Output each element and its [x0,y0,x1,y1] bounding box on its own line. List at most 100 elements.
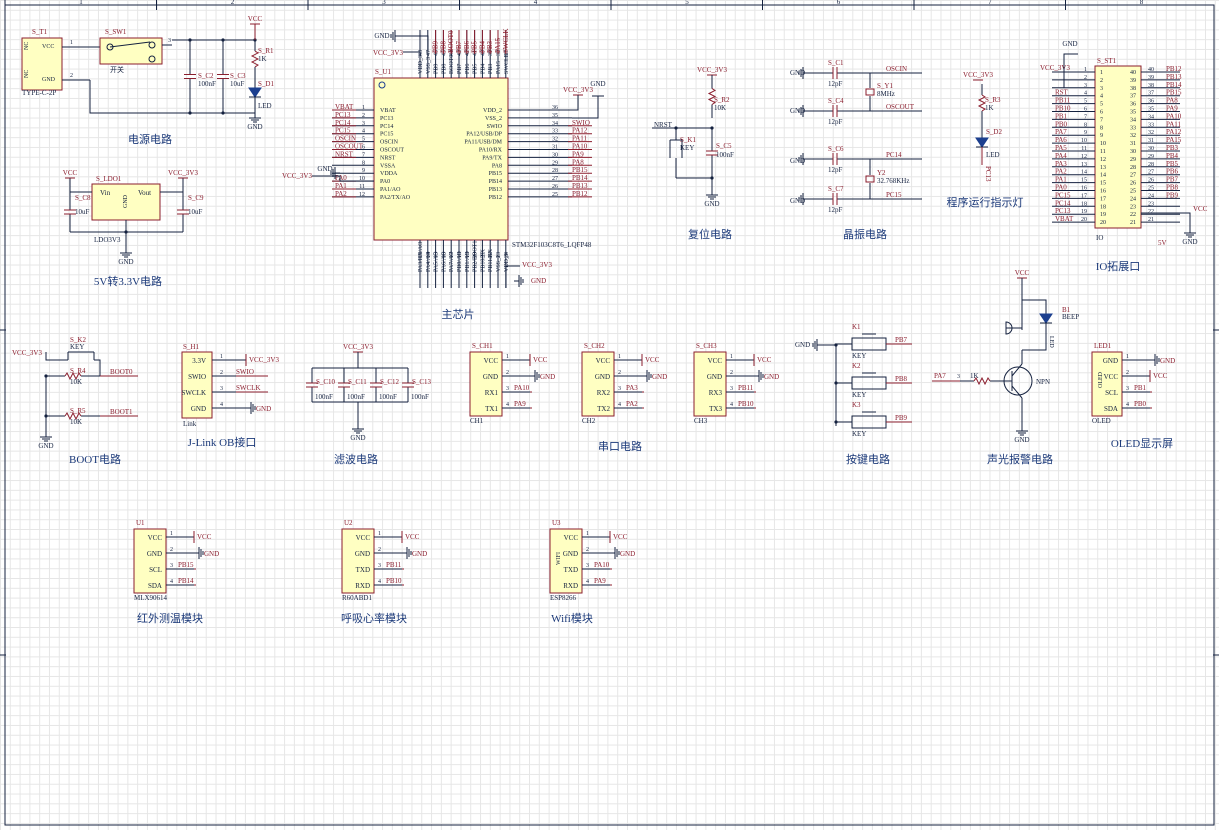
oled-pin-name: GND [1103,357,1118,365]
r4-ref: S_R4 [70,367,86,375]
mcu-left-net: PC15 [335,127,351,135]
key-net: PB9 [895,414,908,422]
oled-ref: LED1 [1094,342,1112,350]
io-pin-num-inside: 6 [1100,110,1103,116]
mcu-pin-number: 8 [362,160,365,166]
c3-ref: S_C3 [230,72,246,80]
mcu-pin-name: PA3/RX/AO [418,241,424,272]
mcu-pin-name: PB0/AO [457,251,463,272]
filter-cap-ref: S_C10 [316,378,336,386]
serial-2-body[interactable] [581,351,615,417]
mcu-pin-name: VDD_3 [418,55,424,74]
power-label: VCC [248,15,263,23]
mcu-pin-name: PA12/USB/DP [466,132,502,138]
key-k3-button[interactable] [851,415,887,429]
io-pin-num-inside: 27 [1130,173,1136,179]
key-value: KEY [852,391,866,399]
resistor-r1 [250,50,260,68]
mcu-body[interactable] [373,77,509,241]
io-left-net: PB10 [1055,105,1071,113]
module-pin-number: 3 [586,563,589,569]
nrst-label: NRST [654,121,673,129]
module-esp8266-pin-name: TXD [564,566,578,574]
r4-value: 10K [70,378,82,386]
jlink-body[interactable] [181,351,213,419]
vcc-label: VCC [533,356,548,364]
io-right-net: PA8 [1166,97,1178,105]
serial-3-value: CH3 [694,417,708,425]
jlink-ref: S_H1 [183,343,199,351]
mcu-right-net: PB14 [572,174,588,182]
module-mlx90614-pin-name: GND [147,550,162,558]
module-r60abd1-body[interactable] [341,528,375,594]
gnd-label: GND [350,434,365,442]
wire [89,80,255,114]
io-pin-num-inside: 25 [1130,189,1136,195]
io-pin-number: 24 [1148,193,1154,199]
mcu-left-net: OSCIN [335,135,356,143]
ruler-number: 3 [382,0,386,6]
module-r60abd1-pin-name: GND [355,550,370,558]
cap-ref: S_C6 [828,145,844,153]
module-pin-number: 4 [618,402,621,408]
serial-1-body[interactable] [469,351,503,417]
io-pin-number: 31 [1148,138,1154,144]
io-pin-number: 29 [1148,154,1154,160]
io-pin-number: 5 [1084,99,1087,105]
serial-3-body[interactable] [693,351,727,417]
serial-1-ref: S_CH1 [472,342,493,350]
serial-2-value: CH2 [582,417,596,425]
io-left-net: PB0 [1055,120,1068,128]
mcu-pin-name: PB3 [488,64,494,74]
led-alarm-label: LED [1048,336,1054,348]
mcu-pin-name: VSS_3 [426,57,432,74]
module-pin-number: 3 [1126,386,1129,392]
key-k2-button[interactable] [851,376,887,390]
jlink-net: SWIO [236,368,254,376]
serial-1-value: CH1 [470,417,484,425]
filter-cap-value: 100nF [347,393,365,401]
reset-title: 复位电路 [688,227,732,241]
vcc-label: VCC [613,533,628,541]
r1-value: 1K [258,55,267,63]
io-right-net: PB8 [1166,184,1179,192]
ldo-title: 5V转3.3V电路 [94,274,162,288]
module-esp8266-body[interactable] [549,528,583,594]
oled-body[interactable] [1091,351,1123,417]
nc-label: NC [24,42,30,50]
serial-3-pin-name: RX3 [709,389,723,397]
mcu-left-net: PA2 [335,190,347,198]
module-mlx90614-body[interactable] [133,528,167,594]
key-k1-button[interactable] [851,337,887,351]
io-pin-num-inside: 33 [1130,125,1136,131]
io-value: IO [1096,234,1103,242]
mcu-right-net: SWIO [572,119,590,127]
io-pin-number: 22 [1148,209,1154,215]
io-pin-num-inside: 1 [1100,70,1103,76]
io-pin-number: 39 [1148,75,1154,81]
module-pin-number: 4 [220,402,223,408]
vcc-label: VCC [757,356,772,364]
filter-cap-value: 100nF [379,393,397,401]
ldo-gnd: GND [123,194,129,208]
mcu-pin-number: 48 [418,50,424,56]
mcu-pin-name: VSSA [380,163,396,169]
module-pin-number: 1 [618,354,621,360]
mcu-left-net: PA1 [335,182,347,190]
io-pin-number: 37 [1148,91,1154,97]
mcu-right-net: PA10 [572,143,588,151]
mcu-left-net: PA0 [335,174,347,182]
io-pin-num-inside: 23 [1130,204,1136,210]
alarm-r-value: 1K [970,372,979,380]
io-pin-number: 25 [1148,186,1154,192]
io-pin-number: 38 [1148,83,1154,89]
io-pin-number: 11 [1081,146,1087,152]
io-pin-number: 10 [1081,138,1087,144]
module-mlx90614-value: MLX90614 [134,594,168,602]
mcu-pin-name: PB14 [489,179,502,185]
pa7-net: PA7 [934,372,946,380]
mcu-top-net: PB6 [463,40,471,53]
io-pin-num-inside: 32 [1130,133,1136,139]
module-mlx90614-net: PB14 [178,577,194,585]
